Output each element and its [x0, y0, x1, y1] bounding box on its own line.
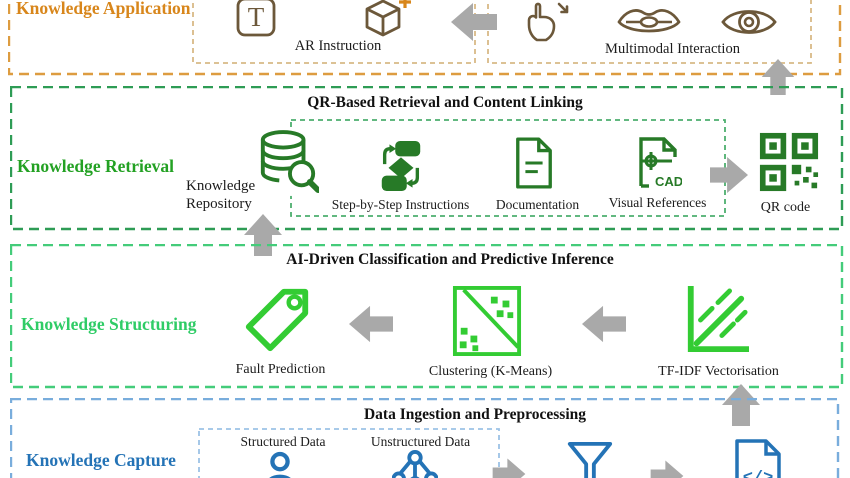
scatter-cluster-icon: [452, 286, 522, 356]
code-glyph: </>: [743, 469, 774, 478]
cad-text: CAD: [655, 174, 682, 189]
cad-file-icon: CAD: [639, 137, 682, 189]
documentation-label: Documentation: [495, 197, 580, 212]
application-layer-box: [8, 0, 842, 76]
arrow-up-icon: [722, 384, 760, 426]
arrow-right-icon: [492, 458, 526, 478]
capture-title: Data Ingestion and Preprocessing: [363, 406, 587, 423]
structuring-layer-label: Knowledge Structuring: [21, 314, 197, 334]
text-format-icon: T: [236, 0, 276, 37]
molecule-icon: [392, 450, 438, 478]
visual-references-label: Visual References: [608, 195, 707, 210]
arrow-right-icon: [650, 460, 684, 478]
text-format-glyph: T: [248, 2, 265, 32]
tag-icon: [245, 288, 309, 352]
arrow-left-icon: [582, 305, 626, 343]
code-file-icon: </>: [735, 439, 781, 478]
clustering-label: Clustering (K-Means): [428, 364, 553, 379]
retrieval-layer-label: Knowledge Retrieval: [17, 156, 174, 176]
tfidf-label: TF-IDF Vectorisation: [658, 364, 779, 379]
ar-instruction-label: AR Instruction: [294, 38, 382, 54]
arrow-right-icon: [710, 156, 748, 194]
unstructured-data-label: Unstructured Data: [370, 434, 471, 449]
structuring-title: AI-Driven Classification and Predictive …: [286, 251, 614, 268]
arrow-up-icon: [244, 214, 282, 256]
arrow-left-icon: [451, 3, 497, 41]
ar-cube-icon: [365, 0, 411, 37]
capture-layer-box: [10, 398, 840, 478]
knowledge-repository-label-line1: Knowledge: [186, 178, 256, 194]
person-icon: [269, 451, 291, 478]
vector-chart-icon: [687, 286, 749, 353]
retrieval-layer-box: [10, 86, 844, 231]
arrow-up-icon: [761, 59, 795, 95]
lips-icon: [617, 9, 681, 33]
database-search-icon: [257, 128, 319, 196]
arrow-left-icon: [349, 305, 393, 343]
qr-code-label: QR code: [760, 200, 811, 215]
eye-icon: [721, 10, 777, 34]
flowchart-icon: [381, 141, 421, 191]
capture-layer-label: Knowledge Capture: [26, 450, 176, 470]
qr-code-icon: [759, 132, 819, 192]
knowledge-repository-label-line2: Repository: [186, 195, 252, 212]
step-by-step-label: Step-by-Step Instructions: [331, 197, 470, 212]
fault-prediction-label: Fault Prediction: [235, 362, 326, 377]
application-layer-label: Knowledge Application: [16, 0, 191, 18]
funnel-icon: [567, 441, 613, 478]
retrieval-title: QR-Based Retrieval and Content Linking: [307, 94, 583, 111]
knowledge-repository-label: Knowledge Repository: [186, 178, 281, 213]
gesture-hand-icon: [527, 2, 569, 42]
document-icon: [516, 137, 552, 189]
multimodal-interaction-label: Multimodal Interaction: [605, 41, 740, 57]
structured-data-label: Structured Data: [240, 434, 326, 449]
structuring-layer-box: [10, 244, 844, 389]
